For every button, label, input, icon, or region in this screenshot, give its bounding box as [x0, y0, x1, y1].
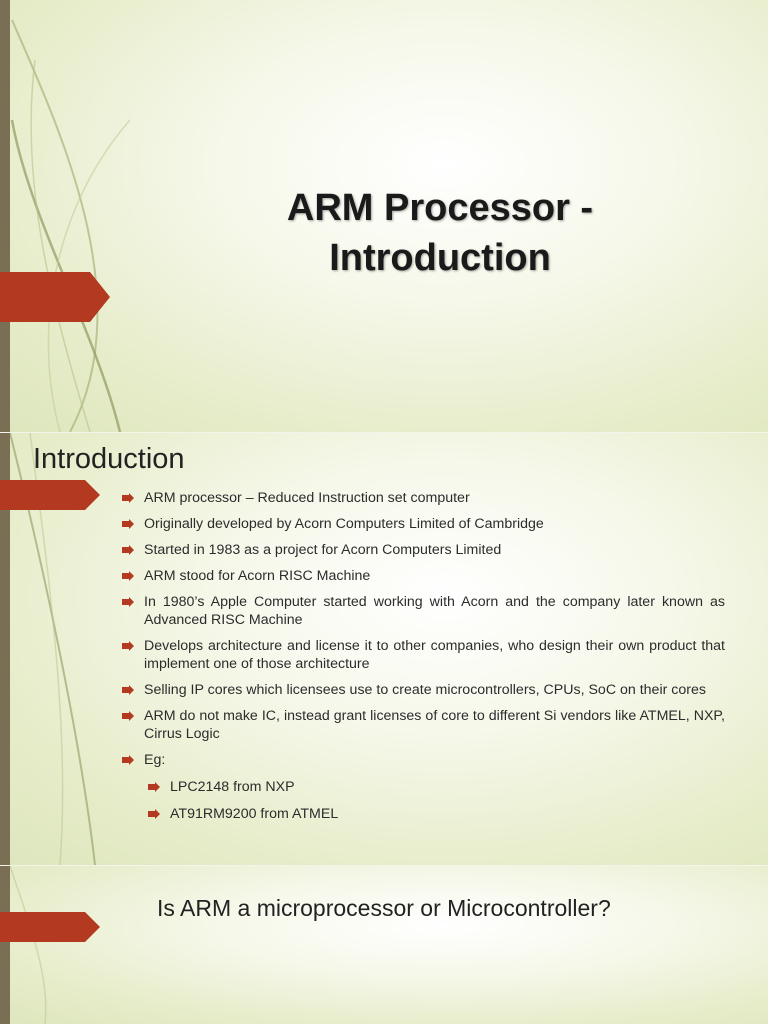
question-text: Is ARM a microprocessor or Microcontroll… — [157, 895, 611, 921]
list-item-text: LPC2148 from NXP — [170, 779, 295, 795]
left-accent-bar — [0, 433, 10, 865]
decorative-swirl-icon — [9, 866, 47, 1024]
arrow-bullet-icon — [122, 597, 134, 607]
list-item-text: Eg: — [144, 752, 166, 768]
slide-question: Is ARM a microprocessor or Microcontroll… — [0, 866, 768, 1024]
arrow-bullet-icon — [122, 711, 134, 721]
slide-divider — [0, 865, 768, 866]
list-item-text: Develops architecture and license it to … — [144, 638, 725, 672]
list-item-text: In 1980’s Apple Computer started working… — [144, 594, 725, 628]
arrow-bullet-icon — [122, 545, 134, 555]
slide-title: ARM Processor - Introduction — [0, 0, 768, 432]
bullet-list: ARM processor – Reduced Instruction set … — [122, 489, 725, 832]
decorative-swirl-icon — [10, 19, 131, 432]
list-item: ARM stood for Acorn RISC Machine — [122, 567, 725, 585]
list-item: ARM processor – Reduced Instruction set … — [122, 489, 725, 507]
list-item-text: AT91RM9200 from ATMEL — [170, 806, 339, 822]
arrow-bullet-icon — [122, 571, 134, 581]
arrow-bullet-icon — [148, 782, 160, 792]
list-item-text: ARM processor – Reduced Instruction set … — [144, 490, 470, 506]
list-item-text: Selling IP cores which licensees use to … — [144, 682, 706, 698]
slide-title-text: ARM Processor - Introduction — [286, 187, 594, 279]
arrow-bullet-icon — [122, 641, 134, 651]
arrow-bullet-icon — [122, 755, 134, 765]
left-accent-bar — [0, 866, 10, 1024]
arrow-tab-icon — [0, 480, 100, 510]
list-item: Develops architecture and license it to … — [122, 637, 725, 673]
list-item: Eg: — [122, 751, 725, 769]
list-item-text: Originally developed by Acorn Computers … — [144, 516, 544, 532]
list-item-text: ARM stood for Acorn RISC Machine — [144, 568, 371, 584]
list-item: Selling IP cores which licensees use to … — [122, 681, 725, 699]
list-item-text: Started in 1983 as a project for Acorn C… — [144, 542, 502, 558]
arrow-bullet-icon — [122, 493, 134, 503]
list-item: In 1980’s Apple Computer started working… — [122, 593, 725, 629]
list-item: ARM do not make IC, instead grant licens… — [122, 707, 725, 743]
arrow-bullet-icon — [148, 809, 160, 819]
slide-divider — [0, 432, 768, 433]
sub-list-item: LPC2148 from NXP — [148, 778, 725, 796]
list-item-text: ARM do not make IC, instead grant licens… — [144, 708, 725, 742]
arrow-tab-icon — [0, 272, 110, 322]
arrow-bullet-icon — [122, 685, 134, 695]
arrow-bullet-icon — [122, 519, 134, 529]
left-accent-bar — [0, 0, 10, 432]
list-item: Started in 1983 as a project for Acorn C… — [122, 541, 725, 559]
arrow-tab-icon — [0, 912, 100, 942]
list-item: Originally developed by Acorn Computers … — [122, 515, 725, 533]
slide-introduction: Introduction ARM processor – Reduced Ins… — [0, 433, 768, 865]
section-heading: Introduction — [33, 443, 185, 475]
sub-list-item: AT91RM9200 from ATMEL — [148, 805, 725, 823]
